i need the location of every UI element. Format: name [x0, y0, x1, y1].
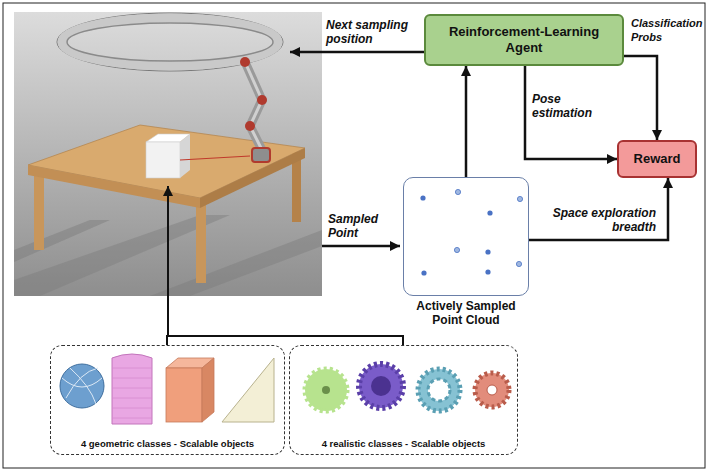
reward-box: Reward — [617, 140, 697, 178]
cube — [180, 134, 190, 178]
table-leg — [34, 172, 44, 250]
sample-arrow — [322, 245, 400, 248]
flow-arrow — [525, 66, 617, 159]
command-arrow — [290, 51, 424, 54]
ring-rail — [62, 18, 278, 66]
node-text: Reinforcement-Learning Agent — [434, 24, 614, 56]
edge-label: Classification Probs — [631, 16, 705, 44]
sample-point — [485, 269, 490, 274]
dataset-bracket — [167, 336, 403, 345]
gear-object — [322, 386, 330, 394]
node-text: Reward — [634, 151, 681, 167]
gear-object — [371, 376, 391, 396]
arrow-label: Sampled Point — [328, 212, 398, 240]
floor-shadow — [150, 230, 322, 296]
ring-rail — [67, 23, 273, 61]
dataset-arrow — [167, 186, 169, 336]
flow-arrow — [624, 56, 657, 140]
cylinder-object — [112, 368, 152, 418]
sample-point — [455, 189, 460, 194]
flow-arrow — [465, 66, 468, 177]
sphere-object — [62, 368, 102, 404]
edge-label: Pose estimation — [532, 92, 602, 120]
wedge-object — [222, 358, 274, 422]
table-leg — [196, 205, 206, 283]
dataset-group: 4 geometric classes - Scalable objects — [50, 345, 285, 455]
flow-arrow — [529, 178, 668, 240]
table-edge — [200, 148, 305, 208]
ring-rail — [57, 13, 283, 71]
gear-object — [418, 369, 460, 411]
gear-object — [305, 369, 347, 411]
sample-point — [517, 196, 522, 201]
sample-point — [420, 195, 425, 200]
gear-object — [428, 379, 450, 401]
gear-object — [359, 364, 403, 408]
point-cloud-box: Actively Sampled Point Cloud — [403, 177, 529, 296]
edge-label: Space exploration breadth — [534, 206, 656, 234]
sample-point — [485, 249, 490, 254]
robot-joint — [257, 95, 267, 105]
cube — [146, 142, 180, 178]
sample-point — [454, 247, 459, 252]
gear-object — [475, 373, 509, 407]
robot-arm — [245, 62, 262, 150]
node-text: 4 realistic classes - Scalable objects — [322, 438, 486, 449]
dataset-group: 4 realistic classes - Scalable objects — [289, 345, 518, 455]
gear-object — [487, 385, 497, 395]
laser-ray — [180, 156, 250, 160]
robot-joint — [245, 121, 255, 131]
cylinder-object — [112, 354, 152, 424]
cube-object — [202, 358, 214, 422]
arrow-label: Next sampling position — [326, 18, 422, 46]
node-text: Actively Sampled Point Cloud — [404, 299, 528, 327]
node-text: 4 geometric classes - Scalable objects — [81, 438, 254, 449]
robot-joint — [240, 57, 250, 67]
sample-point — [516, 261, 521, 266]
robot-sensor — [252, 148, 270, 162]
sphere-object — [60, 364, 104, 408]
cube-object — [166, 368, 202, 422]
table-top — [28, 125, 305, 198]
sample-point — [421, 270, 426, 275]
figure-frame — [3, 3, 705, 468]
agent-box: Reinforcement-Learning Agent — [424, 14, 624, 66]
robot-arm — [245, 62, 262, 150]
sample-point — [487, 210, 492, 215]
